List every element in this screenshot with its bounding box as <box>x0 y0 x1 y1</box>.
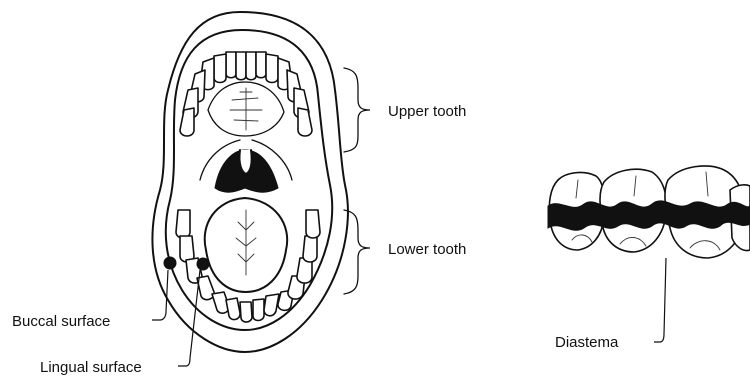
buccal-surface-marker <box>164 257 176 269</box>
diastema-label: Diastema <box>555 334 619 351</box>
lingual-surface-marker <box>197 258 209 270</box>
palatal-rugae <box>230 88 262 130</box>
lingual-surface-label: Lingual surface <box>40 359 142 376</box>
uvula <box>239 150 251 174</box>
teeth-row-illustration <box>548 166 750 258</box>
open-mouth-illustration <box>152 12 347 352</box>
upper-tooth-label: Upper tooth <box>388 103 466 120</box>
lower-tooth-label: Lower tooth <box>388 241 466 258</box>
upper-tooth-brace <box>344 68 370 152</box>
diastema-callout-line <box>654 258 666 342</box>
buccal-surface-label: Buccal surface <box>12 313 110 330</box>
